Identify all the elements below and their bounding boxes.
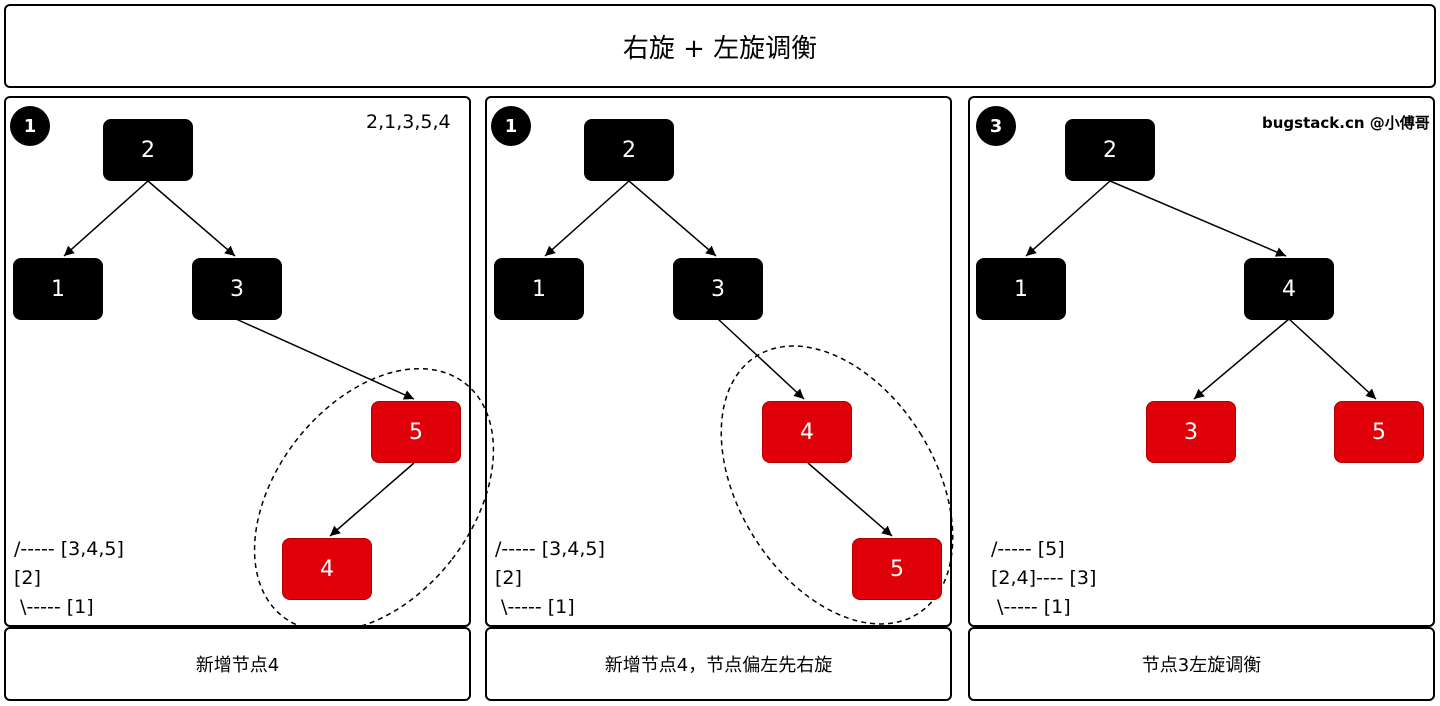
edge-4-5	[807, 462, 893, 537]
tree-node: 2	[1065, 119, 1155, 181]
step-badge: 1	[10, 106, 50, 146]
tree-node: 3	[192, 258, 282, 320]
caption-1: 新增节点4	[4, 627, 471, 701]
caption-2: 新增节点4，节点偏左先右旋	[485, 627, 952, 701]
watermark: bugstack.cn @小傅哥	[1262, 114, 1430, 132]
ascii-line: [2]	[14, 567, 41, 589]
edge-3-5	[235, 318, 415, 400]
edge-2-3	[147, 180, 236, 257]
edge-2-1	[63, 180, 149, 257]
ascii-line: \----- [1]	[495, 596, 575, 618]
ascii-line: [2,4]---- [3]	[991, 567, 1097, 589]
ascii-line: \----- [1]	[14, 596, 94, 618]
tree-node: 1	[494, 258, 584, 320]
tree-node: 3	[1146, 401, 1236, 463]
ascii-tree: /----- [3,4,5] [2] \----- [1]	[14, 535, 124, 622]
edge-2-3	[628, 180, 717, 257]
step-badge: 1	[491, 106, 531, 146]
tree-node: 1	[976, 258, 1066, 320]
ascii-line: /----- [3,4,5]	[14, 538, 124, 560]
tree-node: 5	[852, 538, 942, 600]
tree-node: 2	[103, 119, 193, 181]
tree-node: 1	[13, 258, 103, 320]
highlight-ellipse-2	[720, 345, 954, 625]
highlight-ellipse-1	[253, 367, 495, 633]
tree-node: 2	[584, 119, 674, 181]
edge-2-1	[1025, 180, 1111, 257]
tree-node: 4	[1244, 258, 1334, 320]
tree-node: 4	[762, 401, 852, 463]
panel-3	[968, 96, 1435, 627]
ascii-line: /----- [3,4,5]	[495, 538, 605, 560]
ascii-line: /----- [5]	[991, 538, 1065, 560]
edge-4-3	[1193, 318, 1290, 400]
diagram-title: 右旋 + 左旋调衡	[4, 4, 1436, 88]
edge-2-1	[544, 180, 630, 257]
step-badge: 3	[976, 106, 1016, 146]
ascii-tree: /----- [5] [2,4]---- [3] \----- [1]	[991, 535, 1096, 622]
caption-3: 节点3左旋调衡	[968, 627, 1435, 701]
ascii-line: \----- [1]	[991, 596, 1071, 618]
tree-node: 3	[673, 258, 763, 320]
edge-5-4	[329, 462, 415, 537]
edge-2-4	[1109, 180, 1287, 257]
edge-3-4	[717, 318, 805, 400]
tree-node: 5	[1334, 401, 1424, 463]
tree-node: 5	[371, 401, 461, 463]
ascii-tree: /----- [3,4,5] [2] \----- [1]	[495, 535, 605, 622]
edge-4-5	[1288, 318, 1377, 400]
panel-1	[4, 96, 471, 627]
tree-node: 4	[282, 538, 372, 600]
insert-sequence: 2,1,3,5,4	[366, 111, 451, 133]
ascii-line: [2]	[495, 567, 522, 589]
